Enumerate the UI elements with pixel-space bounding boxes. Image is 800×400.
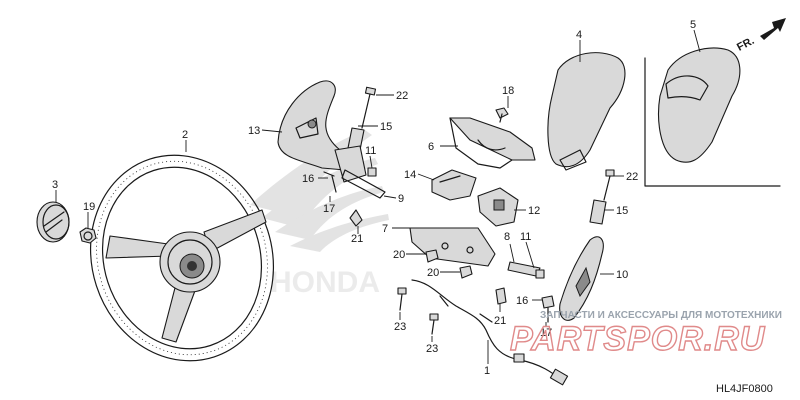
leader-lines — [55, 29, 701, 364]
callout-c3: 3 — [52, 179, 58, 191]
watermark-brand: PARTSPOR.RU — [510, 320, 766, 358]
callout-c22a: 22 — [396, 90, 408, 102]
front-direction-label: FR. — [735, 35, 756, 54]
callout-c1: 1 — [484, 365, 490, 377]
bolts-23 — [397, 287, 439, 335]
callout-c23b: 23 — [426, 343, 438, 355]
callout-c19: 19 — [83, 201, 95, 213]
screws-20 — [425, 249, 473, 279]
upper-column-cover — [449, 117, 536, 169]
callout-c22b: 22 — [626, 171, 638, 183]
callout-c10: 10 — [616, 269, 628, 281]
lower-plate-7 — [409, 227, 496, 267]
callout-c20a: 20 — [393, 249, 405, 261]
front-arrow-icon — [760, 18, 786, 40]
right-bolt-and-collar — [589, 169, 615, 225]
watermark-text: ЗАПЧАСТИ И АКСЕССУАРЫ ДЛЯ МОТОТЕХНИКИ — [540, 310, 782, 321]
callout-c5: 5 — [690, 19, 696, 31]
callout-c11b: 11 — [520, 231, 531, 243]
callout-c2: 2 — [182, 129, 188, 141]
callout-c6: 6 — [428, 141, 434, 153]
right-switch-8 — [507, 261, 545, 279]
callout-c16b: 16 — [516, 295, 528, 307]
callout-c12: 12 — [528, 205, 540, 217]
steering-wheel — [89, 154, 275, 362]
honda-logo-text: HONDA — [270, 266, 380, 299]
diagram-code: HL4JF0800 — [716, 383, 773, 395]
callout-c14: 14 — [404, 169, 416, 181]
callout-c17a: 17 — [323, 203, 335, 215]
left-bolt-and-collar — [347, 86, 377, 151]
callout-c15b: 15 — [616, 205, 628, 217]
callout-c23a: 23 — [394, 321, 406, 333]
callout-c15a: 15 — [380, 121, 392, 133]
callout-c8: 8 — [504, 231, 510, 243]
callout-c17b: 17 — [540, 327, 552, 339]
callout-c13: 13 — [248, 125, 260, 137]
hub-nut — [79, 227, 97, 244]
callout-c20b: 20 — [427, 267, 439, 279]
pad-cover-4 — [547, 52, 626, 171]
center-cap — [36, 201, 70, 243]
callout-c18: 18 — [502, 85, 514, 97]
callout-c21b: 21 — [494, 315, 506, 327]
callout-c4: 4 — [576, 29, 582, 41]
callout-c11a: 11 — [365, 145, 376, 157]
callout-c16a: 16 — [302, 173, 314, 185]
left-switch-bracket — [323, 145, 386, 227]
switch-holder-14 — [431, 169, 477, 201]
right-clips — [541, 295, 555, 323]
screw-18 — [495, 107, 509, 123]
clip-21-right — [495, 287, 507, 305]
right-spoke-cover — [559, 236, 604, 321]
pad-inset-box — [644, 47, 781, 187]
wire-harness — [411, 279, 569, 386]
switch-holder-12 — [477, 187, 519, 227]
callout-c21a: 21 — [351, 233, 363, 245]
callout-c9: 9 — [398, 193, 404, 205]
callout-c7: 7 — [382, 223, 388, 235]
front-direction-indicator: FR. — [735, 18, 786, 54]
left-spoke-cover — [277, 80, 346, 171]
